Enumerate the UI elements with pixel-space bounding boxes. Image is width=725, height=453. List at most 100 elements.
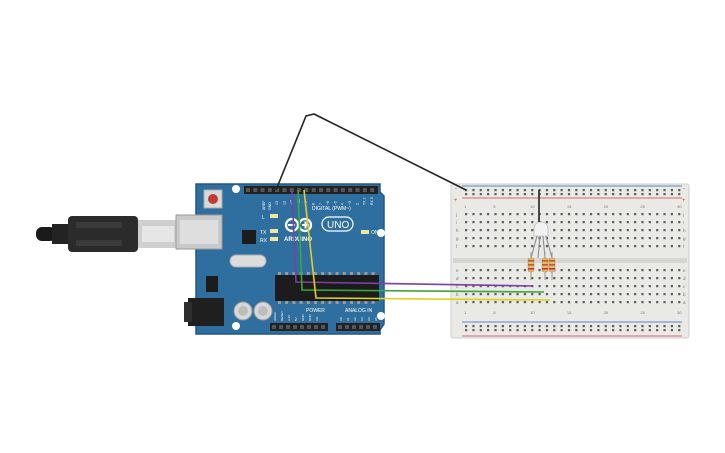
breadboard-hole[interactable]	[494, 193, 497, 196]
breadboard-hole[interactable]	[604, 329, 607, 332]
breadboard-hole[interactable]	[656, 193, 659, 196]
breadboard-hole[interactable]	[670, 237, 673, 240]
breadboard-hole[interactable]	[523, 293, 526, 296]
breadboard-hole[interactable]	[678, 277, 681, 280]
breadboard-hole[interactable]	[487, 293, 490, 296]
breadboard-hole[interactable]	[612, 221, 615, 224]
breadboard-hole[interactable]	[619, 285, 622, 288]
reset-button[interactable]	[203, 189, 223, 209]
breadboard-hole[interactable]	[641, 301, 644, 304]
breadboard-hole[interactable]	[641, 277, 644, 280]
breadboard-hole[interactable]	[523, 229, 526, 232]
digital-header[interactable]	[244, 186, 378, 194]
breadboard-hole[interactable]	[670, 213, 673, 216]
breadboard-hole[interactable]	[545, 325, 549, 328]
breadboard-hole[interactable]	[575, 325, 578, 328]
breadboard-hole[interactable]	[626, 277, 629, 280]
breadboard-hole[interactable]	[516, 245, 519, 248]
breadboard-hole[interactable]	[501, 245, 504, 248]
header-pin-hole[interactable]	[282, 188, 287, 192]
breadboard-hole[interactable]	[523, 325, 526, 328]
breadboard-hole[interactable]	[678, 325, 681, 328]
breadboard-hole[interactable]	[531, 189, 534, 192]
breadboard-hole[interactable]	[612, 301, 615, 304]
breadboard-hole[interactable]	[604, 189, 607, 192]
breadboard-hole[interactable]	[501, 329, 504, 332]
header-pin-hole[interactable]	[366, 325, 370, 329]
breadboard-hole[interactable]	[641, 189, 644, 192]
breadboard-hole[interactable]	[582, 245, 585, 248]
breadboard-hole[interactable]	[516, 189, 519, 192]
breadboard-hole[interactable]	[465, 301, 468, 304]
breadboard-hole[interactable]	[494, 301, 497, 304]
breadboard-hole[interactable]	[626, 325, 629, 328]
breadboard-hole[interactable]	[567, 277, 571, 280]
breadboard-hole[interactable]	[670, 293, 673, 296]
breadboard-hole[interactable]	[619, 193, 622, 196]
breadboard-hole[interactable]	[531, 301, 534, 304]
breadboard-hole[interactable]	[670, 221, 673, 224]
breadboard-hole[interactable]	[575, 221, 578, 224]
breadboard-hole[interactable]	[575, 189, 578, 192]
breadboard-hole[interactable]	[589, 301, 593, 304]
breadboard-hole[interactable]	[656, 329, 659, 332]
breadboard-hole[interactable]	[553, 213, 556, 216]
breadboard-hole[interactable]	[626, 285, 629, 288]
breadboard-hole[interactable]	[604, 229, 607, 232]
breadboard-hole[interactable]	[509, 269, 512, 272]
breadboard-hole[interactable]	[604, 293, 607, 296]
breadboard-hole[interactable]	[597, 213, 600, 216]
breadboard-hole[interactable]	[509, 325, 512, 328]
breadboard-hole[interactable]	[589, 213, 593, 216]
header-pin-hole[interactable]	[345, 325, 349, 329]
breadboard-hole[interactable]	[494, 269, 497, 272]
breadboard-hole[interactable]	[648, 301, 651, 304]
breadboard-hole[interactable]	[604, 213, 607, 216]
breadboard-hole[interactable]	[589, 245, 593, 248]
breadboard-hole[interactable]	[523, 213, 526, 216]
breadboard-hole[interactable]	[678, 193, 681, 196]
breadboard-hole[interactable]	[678, 229, 681, 232]
breadboard-hole[interactable]	[501, 193, 504, 196]
breadboard-hole[interactable]	[597, 245, 600, 248]
breadboard-hole[interactable]	[582, 293, 585, 296]
header-pin-hole[interactable]	[293, 325, 297, 329]
breadboard-hole[interactable]	[663, 193, 666, 196]
wire-purple[interactable]	[291, 189, 533, 287]
breadboard-hole[interactable]	[487, 329, 490, 332]
breadboard-hole[interactable]	[619, 269, 622, 272]
breadboard-hole[interactable]	[531, 237, 534, 240]
breadboard-hole[interactable]	[678, 293, 681, 296]
breadboard-hole[interactable]	[472, 329, 475, 332]
breadboard-hole[interactable]	[634, 277, 637, 280]
breadboard-hole[interactable]	[575, 237, 578, 240]
breadboard-hole[interactable]	[538, 325, 541, 328]
breadboard-hole[interactable]	[582, 329, 585, 332]
breadboard-hole[interactable]	[656, 269, 659, 272]
breadboard-hole[interactable]	[472, 221, 475, 224]
breadboard-hole[interactable]	[648, 329, 651, 332]
resistor[interactable]	[541, 252, 549, 280]
header-pin-hole[interactable]	[267, 188, 272, 192]
breadboard-hole[interactable]	[634, 301, 637, 304]
breadboard-hole[interactable]	[575, 213, 578, 216]
header-pin-hole[interactable]	[304, 188, 309, 192]
breadboard-hole[interactable]	[634, 229, 637, 232]
breadboard-hole[interactable]	[641, 237, 644, 240]
breadboard-hole[interactable]	[553, 193, 556, 196]
breadboard-hole[interactable]	[656, 229, 659, 232]
breadboard-hole[interactable]	[604, 237, 607, 240]
breadboard-hole[interactable]	[670, 189, 673, 192]
breadboard-hole[interactable]	[567, 325, 571, 328]
breadboard-hole[interactable]	[663, 229, 666, 232]
breadboard-hole[interactable]	[656, 277, 659, 280]
breadboard-hole[interactable]	[641, 325, 644, 328]
breadboard-hole[interactable]	[516, 213, 519, 216]
breadboard-hole[interactable]	[604, 301, 607, 304]
breadboard-hole[interactable]	[678, 301, 681, 304]
breadboard-hole[interactable]	[465, 245, 468, 248]
breadboard-hole[interactable]	[634, 293, 637, 296]
breadboard-hole[interactable]	[545, 245, 549, 248]
breadboard-hole[interactable]	[479, 285, 482, 288]
